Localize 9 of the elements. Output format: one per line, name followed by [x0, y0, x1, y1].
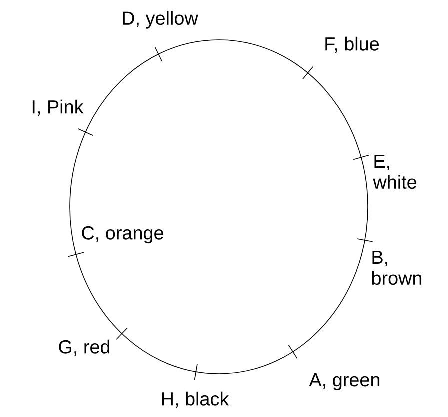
point-label: B, brown: [372, 250, 422, 286]
point-label: I, Pink: [32, 100, 84, 116]
point-label: D, yellow: [123, 11, 198, 29]
point-label: F, blue: [326, 36, 380, 54]
point-label: G, red: [59, 340, 110, 356]
point-label: A, green: [309, 374, 380, 390]
point-label: H, black: [162, 392, 230, 408]
point-label: C, orange: [82, 226, 164, 244]
point-label: E, white: [373, 154, 417, 190]
